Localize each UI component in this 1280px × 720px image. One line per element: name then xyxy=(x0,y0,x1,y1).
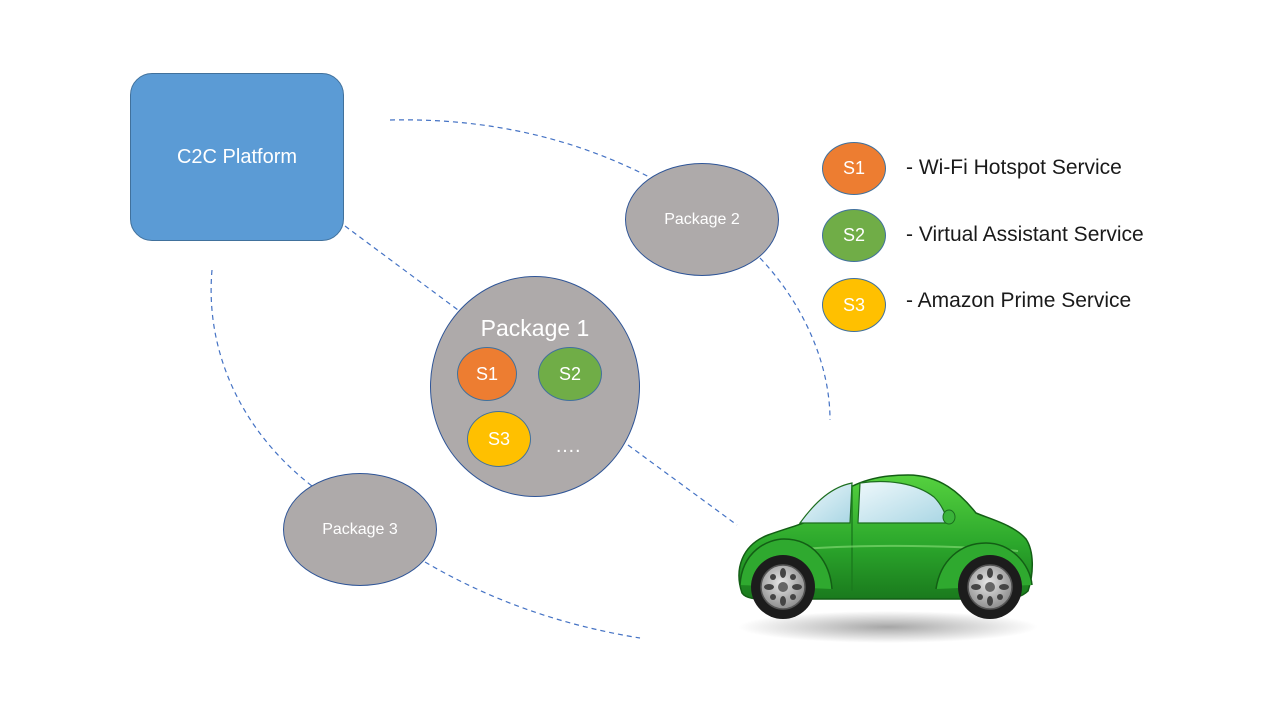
package-2-label: Package 2 xyxy=(664,210,740,228)
package-1-more-services: …. xyxy=(555,435,581,457)
connector-package1-car xyxy=(627,444,738,526)
package-3: Package 3 xyxy=(283,473,437,586)
legend-s2-text: - Virtual Assistant Service xyxy=(906,223,1144,246)
service-s3-code: S3 xyxy=(487,428,511,449)
package-1-service-s1: S1 xyxy=(457,347,517,401)
connector-package3-car xyxy=(424,561,641,639)
legend-s2-code: S2 xyxy=(842,225,866,245)
c2c-platform-label: C2C Platform xyxy=(176,145,298,168)
package-1: Package 1 S1 S2 S3 …. xyxy=(430,276,640,497)
legend-s3-code: S3 xyxy=(842,294,866,315)
c2c-platform-box: C2C Platform xyxy=(130,73,344,241)
connector-package2-car xyxy=(759,257,831,421)
package-3-label: Package 3 xyxy=(322,520,398,538)
connector-platform-package1 xyxy=(344,225,459,311)
service-s1-code: S1 xyxy=(475,363,499,384)
package-1-service-s3: S3 xyxy=(467,411,531,467)
legend-s2-badge: S2 xyxy=(822,209,886,262)
package-1-service-s2: S2 xyxy=(538,347,602,401)
legend-s3-text: - Amazon Prime Service xyxy=(906,289,1132,312)
service-s2-code: S2 xyxy=(558,363,582,384)
legend-s1-code: S1 xyxy=(842,158,866,178)
legend-s3-badge: S3 xyxy=(822,278,886,332)
package-1-label: Package 1 xyxy=(480,315,590,341)
package-2: Package 2 xyxy=(625,163,779,276)
legend-s1-text: - Wi-Fi Hotspot Service xyxy=(906,156,1122,179)
rear-wheel xyxy=(958,555,1022,619)
connector-platform-package3 xyxy=(210,269,313,487)
front-left-wheel xyxy=(751,555,815,619)
legend-s1-badge: S1 xyxy=(822,142,886,195)
connector-platform-package2 xyxy=(389,119,656,181)
car-icon xyxy=(738,474,1038,643)
